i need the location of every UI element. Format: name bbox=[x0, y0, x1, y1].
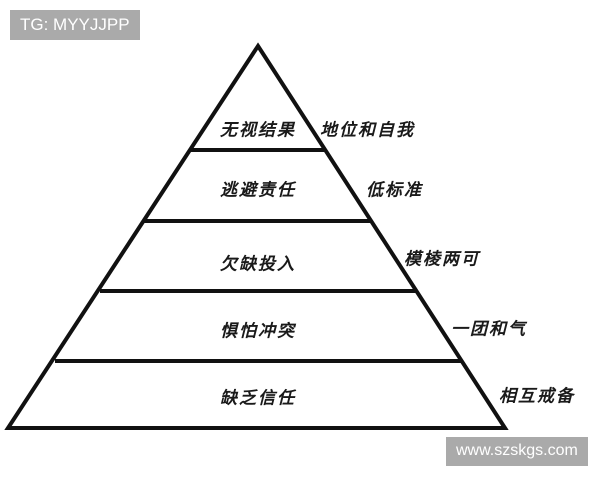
pyramid-outline bbox=[4, 42, 509, 430]
tier-3-outer-label: 模棱两可 bbox=[404, 249, 480, 270]
tier-1-outer-label: 地位和自我 bbox=[320, 120, 415, 141]
watermark-bottom-right: www.szskgs.com bbox=[446, 437, 588, 466]
tier-5-outer-label: 相互戒备 bbox=[499, 386, 575, 407]
tier-5-inner-label: 缺乏信任 bbox=[220, 388, 296, 409]
tier-1-inner-label: 无视结果 bbox=[220, 120, 296, 141]
tier-2-inner-label: 逃避责任 bbox=[220, 180, 296, 201]
watermark-top-left: TG: MYYJJPP bbox=[10, 10, 140, 40]
tier-2-outer-label: 低标准 bbox=[366, 180, 423, 201]
tier-4-outer-label: 一团和气 bbox=[451, 319, 527, 340]
tier-3-inner-label: 欠缺投入 bbox=[220, 254, 296, 275]
tier-4-inner-label: 惧怕冲突 bbox=[220, 321, 296, 342]
